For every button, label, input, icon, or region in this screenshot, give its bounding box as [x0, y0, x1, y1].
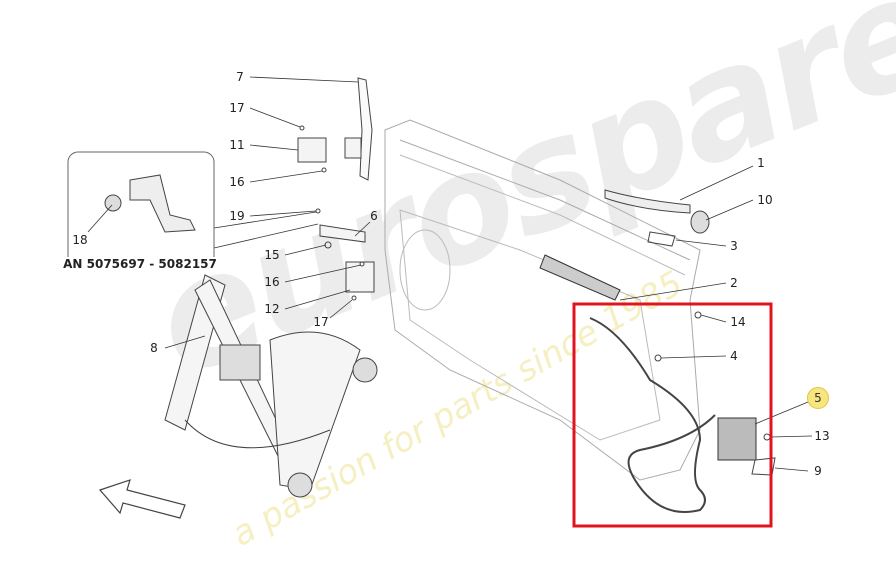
callout-14[interactable]: 14 [730, 315, 746, 329]
callout-7[interactable]: 7 [236, 70, 244, 84]
callout-17b[interactable]: 17 [313, 315, 329, 329]
callout-9[interactable]: 9 [814, 464, 822, 478]
part-3-gasket [647, 231, 676, 247]
callout-1[interactable]: 1 [757, 156, 765, 170]
inset-label: AN 5075697 - 5082157 [60, 257, 220, 271]
leader-lines [87, 76, 813, 472]
callout-17[interactable]: 17 [229, 101, 245, 115]
callout-12[interactable]: 12 [264, 302, 280, 316]
part-6-check-strap [319, 224, 366, 243]
callout-3[interactable]: 3 [730, 239, 738, 253]
callout-19[interactable]: 19 [229, 209, 245, 223]
callout-16b[interactable]: 16 [264, 275, 280, 289]
callout-11[interactable]: 11 [229, 138, 245, 152]
direction-arrow [98, 479, 186, 519]
part-10-cap [690, 210, 710, 234]
part-1-handle [604, 189, 691, 214]
part-2-mechanism [539, 254, 621, 301]
inset-frame [67, 151, 215, 269]
part-13-screw [763, 433, 771, 441]
callout-18[interactable]: 18 [72, 233, 88, 247]
door-panel [384, 119, 701, 481]
part-7-trim [357, 77, 373, 181]
selection-box [572, 302, 773, 528]
callout-4[interactable]: 4 [730, 349, 738, 363]
part-4-clip [654, 354, 662, 362]
callout-6[interactable]: 6 [370, 209, 378, 223]
part-11-hinge [297, 137, 327, 163]
part-5-lock [717, 417, 757, 461]
callout-16[interactable]: 16 [229, 175, 245, 189]
part-8-window-regulator [164, 274, 378, 498]
callout-13[interactable]: 13 [814, 429, 830, 443]
part-5-cable [589, 317, 716, 513]
callout-2[interactable]: 2 [730, 276, 738, 290]
part-14-screw [694, 311, 702, 319]
callout-15[interactable]: 15 [264, 248, 280, 262]
callout-5-highlighted[interactable]: 5 [807, 387, 829, 409]
callout-10[interactable]: 10 [757, 193, 773, 207]
inset-part [129, 174, 196, 233]
part-12-hinge [345, 261, 375, 293]
callout-8[interactable]: 8 [150, 341, 158, 355]
